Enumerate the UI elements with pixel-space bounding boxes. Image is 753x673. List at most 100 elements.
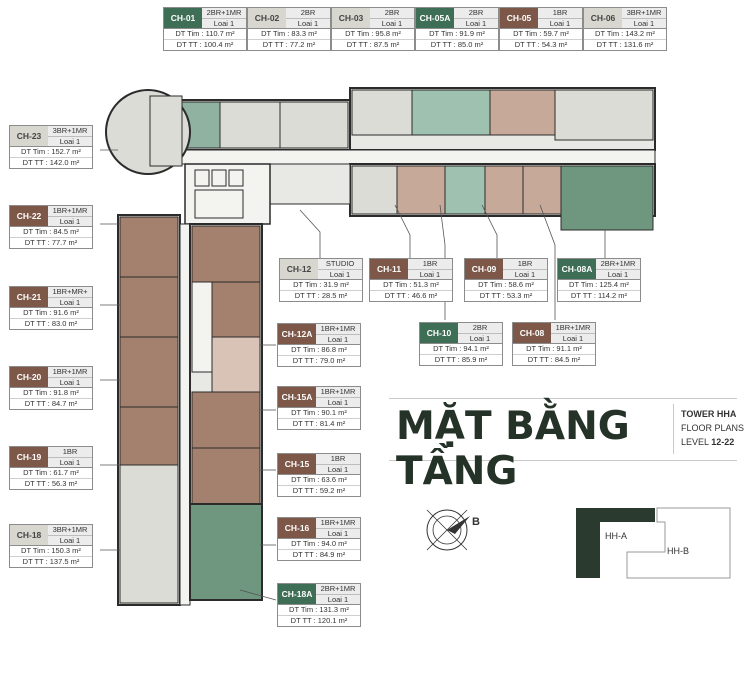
unit-type: 3BR+1MR bbox=[52, 525, 88, 534]
unit-type: 2BR+1MR bbox=[600, 259, 636, 268]
unit-dt-tim: DT Tim : 83.3 m² bbox=[261, 29, 317, 39]
unit-type: 1BR bbox=[62, 447, 78, 456]
unit-class: Loai 1 bbox=[538, 17, 582, 29]
unit-dt-tt: DT TT : 84.5 m² bbox=[513, 354, 595, 365]
unit-type: STUDIO bbox=[325, 259, 355, 268]
unit-dt-tim: DT Tim : 152.7 m² bbox=[21, 147, 81, 157]
unit-class: Loai 1 bbox=[316, 593, 360, 605]
unit-type: 1BR+MR+ bbox=[52, 287, 88, 296]
unit-class: Loai 1 bbox=[316, 463, 360, 475]
unit-class: Loai 1 bbox=[48, 534, 92, 546]
unit-code: CH-03 bbox=[332, 8, 370, 28]
unit-meta: 1BR+MR+Loai 1 bbox=[48, 287, 92, 307]
title-rule-divider bbox=[673, 404, 674, 454]
unit-dt-tt: DT TT : 114.2 m² bbox=[558, 290, 640, 301]
unit-code: CH-11 bbox=[370, 259, 408, 279]
unit-class: Loai 1 bbox=[408, 268, 452, 280]
unit-type: 2BR bbox=[300, 8, 316, 17]
floor-plans-label: FLOOR PLANS bbox=[681, 423, 745, 433]
unit-dt-tim: DT Tim : 131.3 m² bbox=[289, 605, 349, 615]
unit-class: Loai 1 bbox=[316, 527, 360, 539]
unit-code: CH-23 bbox=[10, 126, 48, 146]
unit-type: 1BR+1MR bbox=[320, 387, 356, 396]
page-title: MẶT BẰNG TẦNG bbox=[396, 404, 630, 494]
unit-dt-tim: DT Tim : 91.8 m² bbox=[23, 388, 79, 398]
unit-type: 2BR+1MR bbox=[206, 8, 242, 17]
unit-dt-tim: DT Tim : 61.7 m² bbox=[23, 468, 79, 478]
unit-dt-tim: DT Tim : 110.7 m² bbox=[175, 29, 235, 39]
unit-code: CH-08 bbox=[513, 323, 551, 343]
unit-dt-tt: DT TT : 46.6 m² bbox=[370, 290, 452, 301]
unit-dt-tt: DT TT : 81.4 m² bbox=[278, 418, 360, 429]
unit-code: CH-06 bbox=[584, 8, 622, 28]
unit-code: CH-18 bbox=[10, 525, 48, 545]
unit-dt-tt: DT TT : 84.9 m² bbox=[278, 549, 360, 560]
unit-dt-tt: DT TT : 85.0 m² bbox=[416, 39, 498, 50]
unit-dt-tim: DT Tim : 95.8 m² bbox=[345, 29, 401, 39]
unit-class: Loai 1 bbox=[318, 268, 362, 280]
unit-dt-tt: DT TT : 54.3 m² bbox=[500, 39, 582, 50]
unit-dt-tt: DT TT : 84.7 m² bbox=[10, 398, 92, 409]
unit-dt-tim: DT Tim : 150.3 m² bbox=[21, 546, 81, 556]
unit-dt-tt: DT TT : 87.5 m² bbox=[332, 39, 414, 50]
unit-type: 1BR+1MR bbox=[52, 206, 88, 215]
unit-dt-tt: DT TT : 142.0 m² bbox=[10, 157, 92, 168]
unit-type: 1BR bbox=[422, 259, 438, 268]
unit-dt-tim: DT Tim : 91.9 m² bbox=[429, 29, 485, 39]
level-label: LEVEL bbox=[681, 437, 709, 447]
unit-dt-tim: DT Tim : 59.7 m² bbox=[513, 29, 569, 39]
unit-type: 1BR+1MR bbox=[320, 324, 356, 333]
unit-code: CH-20 bbox=[10, 367, 48, 387]
title-rule-bottom bbox=[389, 460, 737, 461]
unit-dt-tim: DT Tim : 90.1 m² bbox=[291, 408, 347, 418]
unit-dt-tim: DT Tim : 125.4 m² bbox=[569, 280, 629, 290]
unit-type: 1BR bbox=[330, 454, 346, 463]
unit-type: 1BR+1MR bbox=[52, 367, 88, 376]
key-plan bbox=[576, 507, 731, 579]
unit-type: 2BR bbox=[384, 8, 400, 17]
title-rule-top bbox=[389, 398, 737, 399]
unit-type: 3BR+1MR bbox=[626, 8, 662, 17]
unit-dt-tt: DT TT : 83.0 m² bbox=[10, 318, 92, 329]
unit-dt-tim: DT Tim : 94.0 m² bbox=[291, 539, 347, 549]
unit-class: Loai 1 bbox=[596, 268, 640, 280]
unit-type: 2BR+1MR bbox=[320, 584, 356, 593]
unit-class: Loai 1 bbox=[48, 456, 92, 468]
unit-code: CH-05A bbox=[416, 8, 454, 28]
unit-class: Loai 1 bbox=[454, 17, 498, 29]
